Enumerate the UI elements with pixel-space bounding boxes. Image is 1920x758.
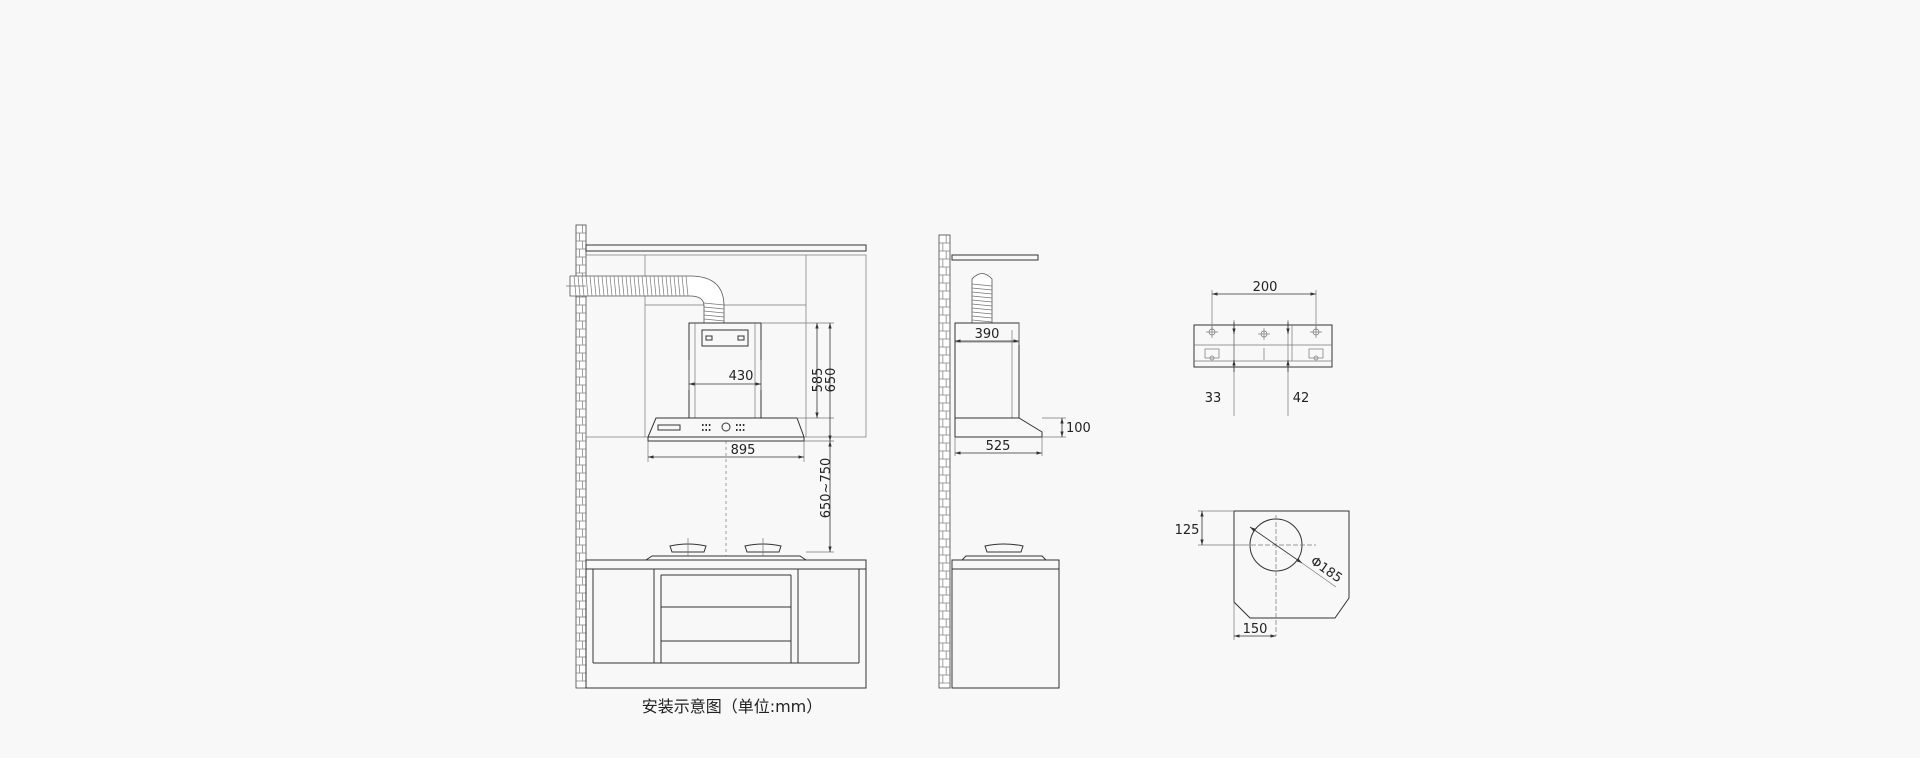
front-base-cabinet: [585, 559, 867, 689]
dim-side-525: 525: [986, 439, 1011, 454]
dim-side-100: 100: [1066, 421, 1091, 436]
side-stove: [960, 555, 1048, 561]
diagram-caption: 安装示意图（单位:mm）: [642, 697, 823, 716]
front-hood-canopy: [647, 417, 805, 438]
side-ceiling-shelf: [951, 254, 1039, 261]
side-base-cabinet: [951, 559, 1060, 689]
side-duct: [971, 273, 993, 324]
bracket-detail: 200 33 42: [1193, 280, 1333, 416]
side-wall: [938, 234, 951, 689]
front-control-buttons: [702, 424, 745, 431]
front-view: 430 585 650 895 650~750: [566, 224, 867, 689]
side-view: 390 525 100: [938, 234, 1091, 689]
front-ceiling-shelf: [585, 244, 867, 252]
dim-bracket-33: 33: [1205, 391, 1222, 406]
dim-side-390: 390: [975, 327, 1000, 342]
front-control-knob: [721, 422, 731, 432]
dim-front-585: 585: [811, 368, 826, 393]
dim-front-install-height: 650~750: [819, 458, 834, 519]
outlet-detail: 125 Φ185 150: [1175, 510, 1350, 640]
dim-front-430: 430: [729, 369, 754, 384]
dim-front-895: 895: [731, 443, 756, 458]
front-light: [657, 424, 681, 431]
dim-outlet-125: 125: [1175, 523, 1200, 538]
bracket-plate: [1193, 324, 1333, 368]
dim-outlet-diameter: Φ185: [1307, 554, 1344, 586]
dim-outlet-150: 150: [1243, 622, 1268, 637]
front-wall: [575, 224, 587, 689]
dim-bracket-200: 200: [1253, 280, 1278, 295]
dim-bracket-42: 42: [1293, 391, 1310, 406]
side-hood-canopy: [954, 417, 1043, 438]
front-duct: [566, 275, 725, 324]
dim-front-650: 650: [824, 368, 839, 393]
front-bracket-plate: [701, 329, 749, 347]
